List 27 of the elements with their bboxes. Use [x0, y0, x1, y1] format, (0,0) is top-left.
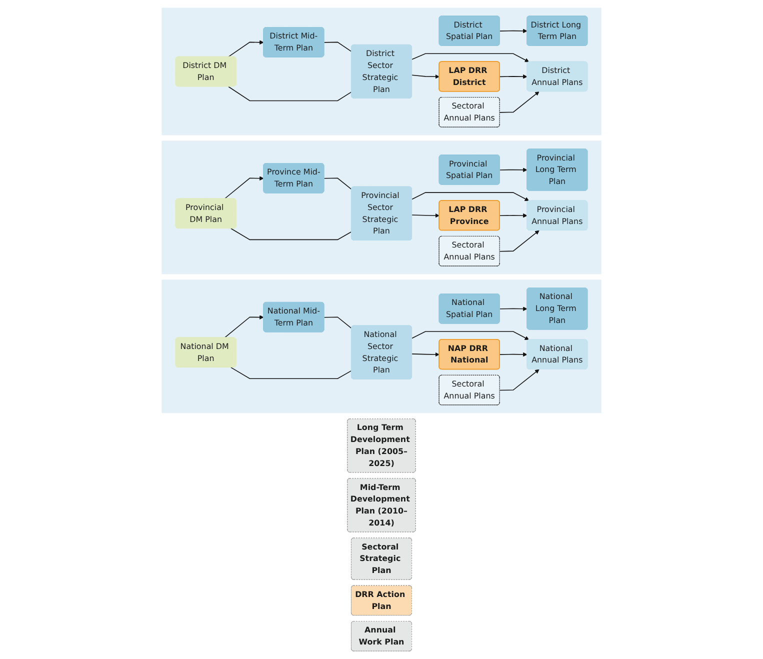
- arrow: [499, 28, 528, 34]
- arrow: [412, 192, 530, 202]
- cluster: [162, 8, 602, 136]
- cluster: [162, 140, 602, 274]
- arrow: [499, 91, 540, 113]
- cluster: [162, 280, 602, 414]
- arrow: [499, 230, 540, 252]
- arrow: [412, 74, 440, 79]
- arrow: [499, 369, 540, 391]
- connector: [230, 367, 352, 380]
- arrow: [412, 213, 440, 218]
- arrow: [412, 331, 530, 340]
- connector: [324, 178, 352, 190]
- arrow: [224, 176, 264, 200]
- connector: [230, 228, 352, 240]
- arrow: [499, 168, 528, 172]
- arrow: [224, 315, 264, 338]
- connector: [228, 86, 352, 102]
- arrow: [412, 53, 530, 62]
- connector: [324, 316, 352, 329]
- arrow: [412, 352, 440, 357]
- arrow: [499, 213, 528, 218]
- arrow: [228, 40, 264, 58]
- arrow: [499, 306, 528, 312]
- arrow: [499, 74, 528, 79]
- arrow: [499, 352, 528, 357]
- connector: [324, 42, 352, 52]
